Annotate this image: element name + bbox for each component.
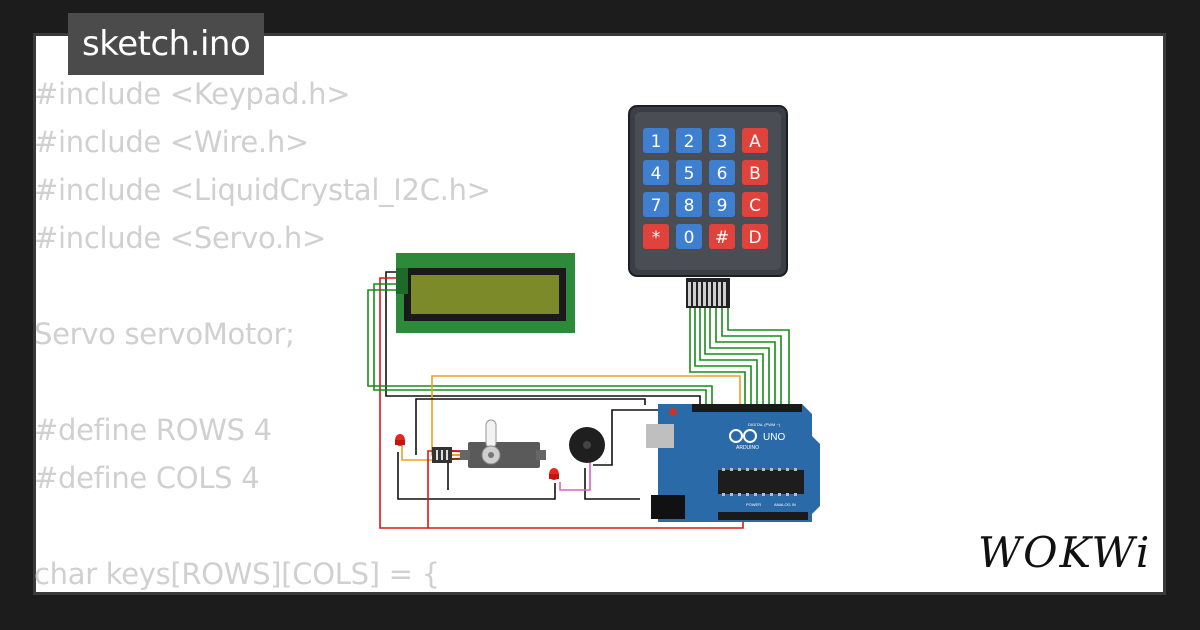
keypad-key xyxy=(676,128,702,153)
keypad-key xyxy=(643,192,669,217)
arduino-brand-label: ARDUINO xyxy=(736,445,759,451)
bottom-frame xyxy=(0,595,1200,630)
servo-motor xyxy=(432,419,546,468)
arduino-model-label: UNO xyxy=(763,432,785,443)
filename-badge: sketch.ino xyxy=(68,13,265,75)
keypad-key-label: 5 xyxy=(684,164,695,184)
keypad-key-label: 9 xyxy=(717,196,728,216)
keypad-key xyxy=(643,128,669,153)
keypad-key-label: B xyxy=(749,164,761,184)
keypad-key-label: 1 xyxy=(651,132,662,152)
arduino-power-label: POWER xyxy=(746,502,761,507)
keypad-key-label: # xyxy=(715,228,729,248)
keypad-key-label: A xyxy=(749,132,761,152)
lcd-wires xyxy=(367,271,713,529)
wokwi-logo: WOKWi xyxy=(978,528,1152,577)
keypad: 1 2 3 A 4 5 6 B 7 8 9 C * 0 # D xyxy=(628,105,788,308)
led-left xyxy=(395,434,405,446)
keypad-key xyxy=(643,224,669,249)
code-line: Servo servoMotor; xyxy=(34,317,295,351)
keypad-key xyxy=(742,160,768,185)
buzzer xyxy=(569,427,605,463)
code-line: #include <Servo.h> xyxy=(34,221,326,255)
keypad-key-label: * xyxy=(652,228,661,248)
keypad-key-label: 4 xyxy=(651,164,662,184)
keypad-key xyxy=(709,160,735,185)
keypad-key xyxy=(742,192,768,217)
code-line: #include <Keypad.h> xyxy=(34,77,351,111)
code-line: #define ROWS 4 xyxy=(34,413,272,447)
led-right xyxy=(549,468,559,480)
keypad-key-label: 6 xyxy=(717,164,728,184)
code-line: char keys[ROWS][COLS] = { xyxy=(34,557,440,591)
keypad-key-label: D xyxy=(748,228,761,248)
keypad-key xyxy=(742,224,768,249)
keypad-wires xyxy=(689,308,790,405)
keypad-key xyxy=(676,192,702,217)
arduino-uno: UNO ARDUINO DIGITAL (PWM ~) POWER ANALOG… xyxy=(646,404,820,522)
lcd-display xyxy=(396,253,575,333)
code-line: #define COLS 4 xyxy=(34,461,260,495)
code-line: #include <Wire.h> xyxy=(34,125,309,159)
keypad-key-label: C xyxy=(749,196,761,216)
keypad-key xyxy=(676,224,702,249)
keypad-key xyxy=(709,192,735,217)
keypad-key-label: 7 xyxy=(651,196,662,216)
keypad-key-label: 2 xyxy=(684,132,695,152)
keypad-key xyxy=(676,160,702,185)
arduino-digital-label: DIGITAL (PWM ~) xyxy=(748,422,781,427)
keypad-key xyxy=(709,224,735,249)
keypad-key-label: 3 xyxy=(717,132,728,152)
arduino-analog-label: ANALOG IN xyxy=(774,502,796,507)
keypad-key xyxy=(709,128,735,153)
code-preview: #include <Keypad.h> #include <Wire.h> #inc… xyxy=(34,70,491,598)
code-line: #include <LiquidCrystal_I2C.h> xyxy=(34,173,491,207)
preview-card xyxy=(33,33,1166,595)
keypad-key-label: 8 xyxy=(684,196,695,216)
keypad-key-label: 0 xyxy=(684,228,695,248)
keypad-key xyxy=(742,128,768,153)
keypad-key xyxy=(643,160,669,185)
